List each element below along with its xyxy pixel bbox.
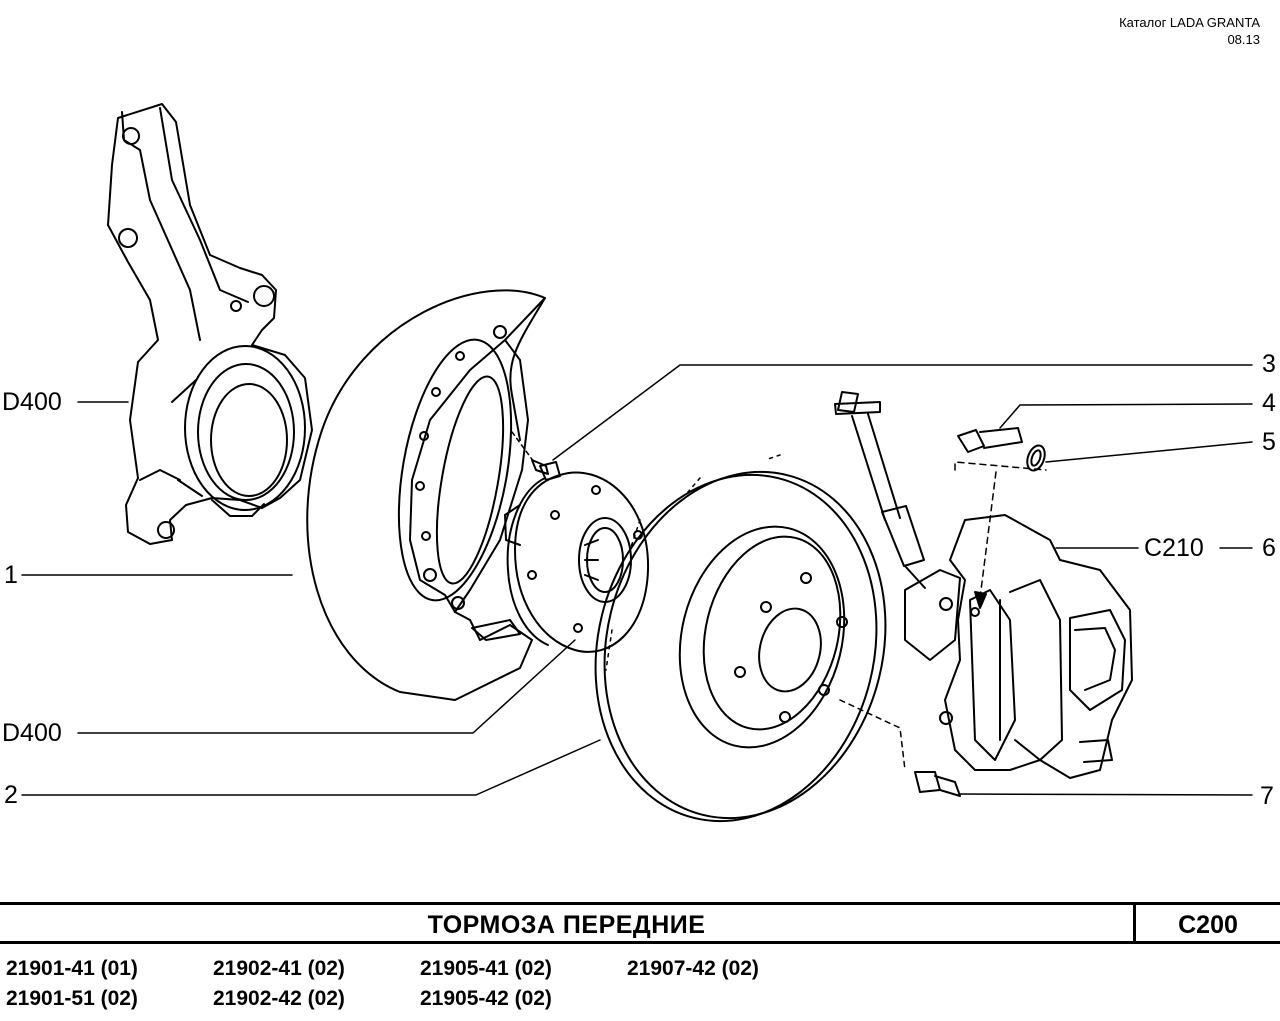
- catalog-header: Каталог LADA GRANTA 08.13: [1119, 14, 1260, 48]
- washer: [1026, 444, 1046, 472]
- callout-c210: C210: [1144, 534, 1204, 562]
- brake-hose: [834, 391, 926, 589]
- callout-1: 1: [4, 561, 18, 589]
- page-code: C200: [1178, 911, 1238, 939]
- wheel-stud: [839, 699, 961, 797]
- brake-assembly-diagram: [21, 103, 1253, 823]
- callout-d400-knuckle: D400: [2, 388, 62, 416]
- brake-disc: [594, 454, 887, 823]
- model-item: 21905-42 (02): [420, 987, 552, 1010]
- leader-lines: [21, 364, 1253, 796]
- callout-7: 7: [1260, 782, 1274, 810]
- model-item: 21901-41 (01): [6, 957, 138, 980]
- wheel-hub: [504, 471, 650, 653]
- model-item: 21907-42 (02): [627, 957, 759, 980]
- steering-knuckle: [107, 103, 313, 545]
- title-divider: [1133, 902, 1136, 944]
- callout-d400-hub: D400: [2, 719, 62, 747]
- brake-caliper: [904, 514, 1133, 779]
- callout-3: 3: [1262, 350, 1276, 378]
- model-item: 21901-51 (02): [6, 987, 138, 1010]
- callout-4: 4: [1262, 389, 1276, 417]
- title-bar: ТОРМОЗА ПЕРЕДНИЕ C200: [0, 902, 1280, 944]
- guide-bolt: [957, 427, 1023, 453]
- catalog-name: Каталог LADA GRANTA: [1119, 15, 1260, 30]
- callout-2: 2: [4, 781, 18, 809]
- callout-6: 6: [1262, 534, 1276, 562]
- callout-5: 5: [1262, 428, 1276, 456]
- model-item: 21902-41 (02): [213, 957, 345, 980]
- page-title: ТОРМОЗА ПЕРЕДНИЕ: [427, 911, 706, 939]
- catalog-date: 08.13: [1227, 32, 1260, 47]
- model-item: 21902-42 (02): [213, 987, 345, 1010]
- model-item: 21905-41 (02): [420, 957, 552, 980]
- dust-shield: [306, 289, 546, 701]
